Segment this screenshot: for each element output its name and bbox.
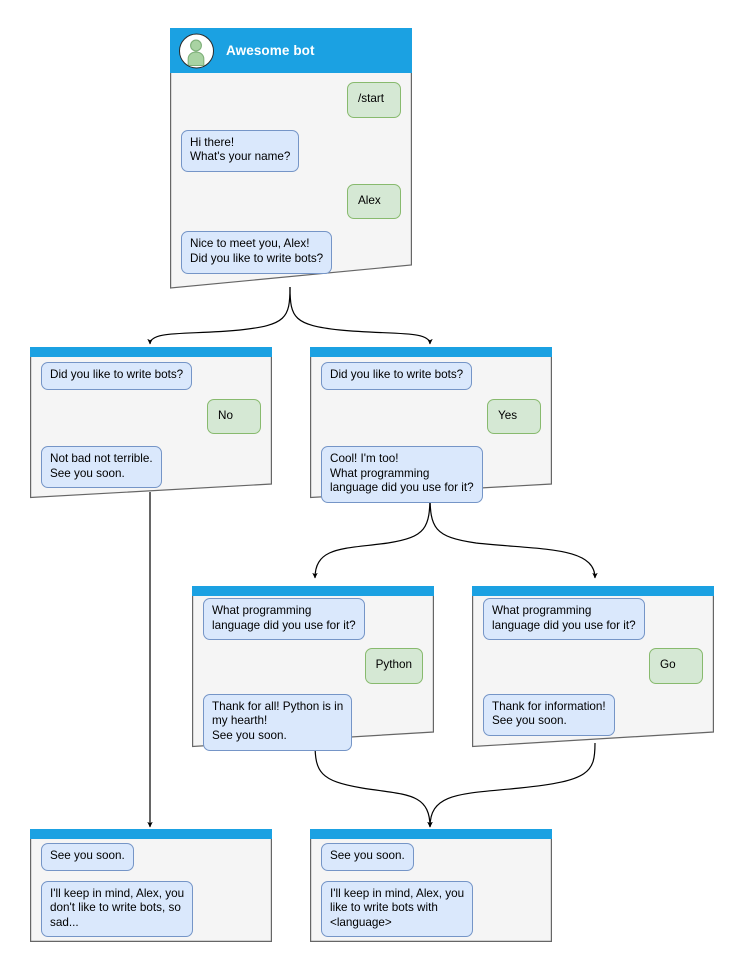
chat-node-yes-branch[interactable]: Did you like to write bots? Yes Cool! I'… [310,347,552,503]
user-message-bubble: /start [347,82,401,118]
bot-message-bubble: I'll keep in mind, Alex, you don't like … [41,880,194,938]
bot-message-bubble: What programming language did you use fo… [203,598,365,641]
bot-message-bubble: Thank for information! See you soon. [483,693,615,736]
person-avatar-icon [179,33,214,68]
bot-message-bubble: Hi there! What's your name? [181,129,300,172]
chat-node-root[interactable]: Awesome bot /start Hi there! What's your… [170,28,412,290]
chat-header-bar [30,829,272,839]
edge-yes-to-go [429,493,598,579]
bot-message-bubble: Thank for all! Python is in my hearth! S… [203,693,353,751]
chat-header-bar [310,347,552,357]
bot-message-bubble: I'll keep in mind, Alex, you like to wri… [321,880,474,938]
chat-header-bar [310,829,552,839]
chat-header-bar [192,586,434,596]
bot-message-bubble: See you soon. [321,843,414,871]
message-list-root: /start Hi there! What's your name? Alex … [170,73,412,274]
chat-header-root: Awesome bot [170,28,412,73]
message-list-end-no: See you soon. I'll keep in mind, Alex, y… [30,839,272,938]
chat-node-no-branch[interactable]: Did you like to write bots? No Not bad n… [30,347,272,499]
edge-root-to-no [147,286,291,345]
bot-message-bubble: Cool! I'm too! What programming language… [321,446,483,503]
chat-title-root: Awesome bot [226,43,315,58]
edge-root-to-yes [289,286,433,345]
bot-message-bubble: Not bad not terrible. See you soon. [41,446,162,489]
message-list-yes-branch: Did you like to write bots? Yes Cool! I'… [310,357,552,503]
message-list-no-branch: Did you like to write bots? No Not bad n… [30,357,272,489]
edge-yes-to-python [312,493,431,579]
user-message-bubble: Go [649,648,703,684]
bot-message-bubble: Did you like to write bots? [321,362,473,390]
message-list-python-branch: What programming language did you use fo… [192,596,434,751]
chat-node-python-branch[interactable]: What programming language did you use fo… [192,586,434,751]
bot-message-bubble: See you soon. [41,843,134,871]
edge-go-to-end-yes [427,742,596,828]
user-message-bubble: Alex [347,183,401,220]
chat-node-end-yes[interactable]: See you soon. I'll keep in mind, Alex, y… [310,829,552,942]
bot-message-bubble: What programming language did you use fo… [483,598,645,641]
chat-header-bar [30,347,272,357]
user-message-bubble: No [207,398,261,435]
chat-header-bar [472,586,714,596]
chat-node-end-no[interactable]: See you soon. I'll keep in mind, Alex, y… [30,829,272,942]
edge-python-to-end-yes [314,742,433,828]
message-list-end-yes: See you soon. I'll keep in mind, Alex, y… [310,839,552,938]
bot-message-bubble: Nice to meet you, Alex! Did you like to … [181,231,333,274]
bot-message-bubble: Did you like to write bots? [41,362,193,390]
chat-node-go-branch[interactable]: What programming language did you use fo… [472,586,714,748]
user-message-bubble: Python [364,648,423,684]
user-message-bubble: Yes [487,398,541,435]
message-list-go-branch: What programming language did you use fo… [472,596,714,736]
